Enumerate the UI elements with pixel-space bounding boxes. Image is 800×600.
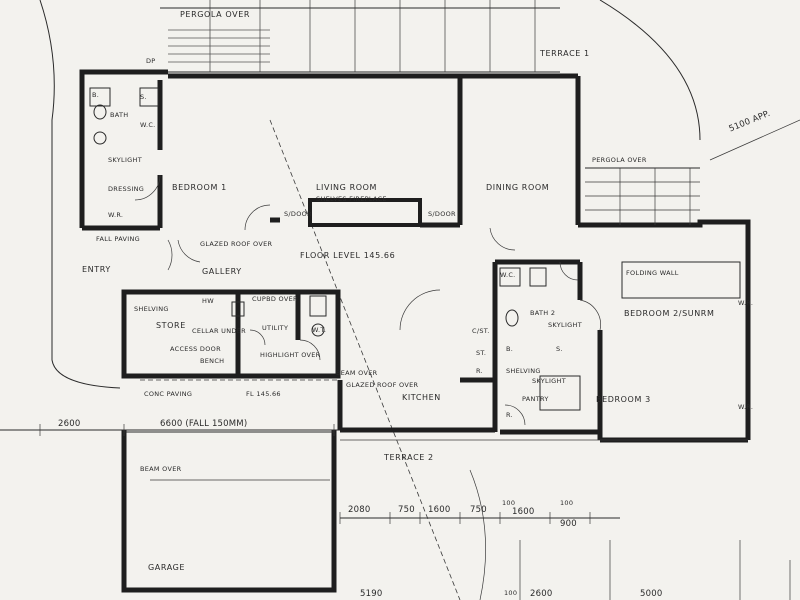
label-pergola-over: PERGOLA OVER <box>180 10 251 19</box>
dimension-lines <box>0 424 791 600</box>
label-terrace-2: TERRACE 2 <box>384 453 434 462</box>
label-floor-level: FLOOR LEVEL 145.66 <box>300 251 396 260</box>
dim-900: 900 <box>560 519 577 529</box>
label-pergola-over-2: PERGOLA OVER <box>592 156 647 164</box>
label-skylight-2: SKYLIGHT <box>548 321 582 329</box>
site-boundary-curve-east <box>599 0 701 141</box>
dim-100-c: 100 <box>504 589 518 597</box>
dim-1600-b: 1600 <box>512 507 535 517</box>
dim-100-b: 100 <box>560 499 574 507</box>
label-wc: W.C. <box>140 121 156 129</box>
site-boundary-curve-south <box>469 469 486 600</box>
label-pantry: PANTRY <box>522 395 549 403</box>
label-bedroom-1: BEDROOM 1 <box>172 183 227 192</box>
label-wr: W.R. <box>108 211 124 219</box>
label-beam-over-2: BEAM OVER <box>140 465 182 473</box>
pergola-east <box>585 167 700 225</box>
label-r-2: R. <box>506 411 513 419</box>
label-shelving-1: SHELVING <box>134 305 169 313</box>
label-b: B. <box>92 91 100 99</box>
dim-2600: 2600 <box>58 419 81 429</box>
label-glazed-roof-over-1: GLAZED ROOF OVER <box>200 240 273 248</box>
dim-6600: 6600 (FALL 150mm) <box>160 419 248 429</box>
label-gallery: GALLERY <box>202 267 242 276</box>
dim-2600-b: 2600 <box>530 589 553 599</box>
label-shelves-fireplace: SHELVES FIREPLACE <box>316 195 387 203</box>
label-wr-3: W.R. <box>738 403 754 411</box>
label-bedroom-2: BEDROOM 2/SUNRM <box>624 309 715 318</box>
label-dp: DP <box>146 57 156 65</box>
label-living-room: LIVING ROOM <box>316 183 378 192</box>
label-kitchen: KITCHEN <box>402 393 441 402</box>
label-cupbd-over: CUPBD OVER <box>252 295 298 303</box>
site-boundary-curve <box>39 0 121 389</box>
label-store: STORE <box>156 321 186 330</box>
label-bath-2: BATH 2 <box>530 309 556 317</box>
fixtures <box>89 87 741 411</box>
label-c-st: C/ST. <box>472 327 490 335</box>
label-s-door-2: S/DOOR <box>428 210 456 218</box>
label-beam-over-1: BEAM OVER <box>336 369 378 377</box>
label-wc-2: W.C. <box>500 271 516 279</box>
label-s: S. <box>140 93 147 101</box>
label-highlight-over: HIGHLIGHT OVER <box>260 351 321 359</box>
label-shelving-2: SHELVING <box>506 367 541 375</box>
pergola-top <box>160 0 560 73</box>
label-bath: BATH <box>110 111 129 119</box>
label-s-2: S. <box>556 345 563 353</box>
dim-750-b: 750 <box>470 505 487 515</box>
diagonal-guide-2 <box>709 119 800 161</box>
label-garage: GARAGE <box>148 563 186 572</box>
label-b-2: B. <box>506 345 514 353</box>
label-dressing: DRESSING <box>108 185 145 193</box>
label-s-door-1: S/DOOR <box>284 210 312 218</box>
label-wt: W.T. <box>312 326 327 334</box>
label-bedroom-3: BEDROOM 3 <box>596 395 651 404</box>
label-skylight-3: SKYLIGHT <box>532 377 566 385</box>
label-skylight: SKYLIGHT <box>108 156 142 164</box>
dim-750-a: 750 <box>398 505 415 515</box>
label-fl: FL 145.66 <box>246 390 281 398</box>
dim-1600-a: 1600 <box>428 505 451 515</box>
label-entry: ENTRY <box>82 265 111 274</box>
label-dining-room: DINING ROOM <box>486 183 550 192</box>
label-folding-wall: FOLDING WALL <box>626 269 679 277</box>
label-utility: UTILITY <box>262 324 289 332</box>
dim-2080: 2080 <box>348 505 371 515</box>
label-cellar-under: CELLAR UNDER <box>192 327 246 335</box>
label-terrace-1: TERRACE 1 <box>540 49 590 58</box>
label-glazed-roof-over-2: GLAZED ROOF OVER <box>346 381 419 389</box>
house-walls <box>79 69 751 593</box>
label-bench-1: BENCH <box>200 357 225 365</box>
dim-100-a: 100 <box>502 499 516 507</box>
label-st: ST. <box>476 349 487 357</box>
dim-5190: 5190 <box>360 589 383 599</box>
label-wr-2: W.R. <box>738 299 754 307</box>
terrace-2-outline <box>140 379 748 481</box>
label-access-door: ACCESS DOOR <box>170 345 221 353</box>
door-swings <box>134 174 601 426</box>
label-fall-paving: FALL PAVING <box>96 235 140 243</box>
label-r-1: R. <box>476 367 483 375</box>
diagonal-guide <box>269 119 461 600</box>
label-hw: HW <box>202 297 214 305</box>
dim-5000: 5000 <box>640 589 663 599</box>
label-conc-paving: CONC PAVING <box>144 390 193 398</box>
